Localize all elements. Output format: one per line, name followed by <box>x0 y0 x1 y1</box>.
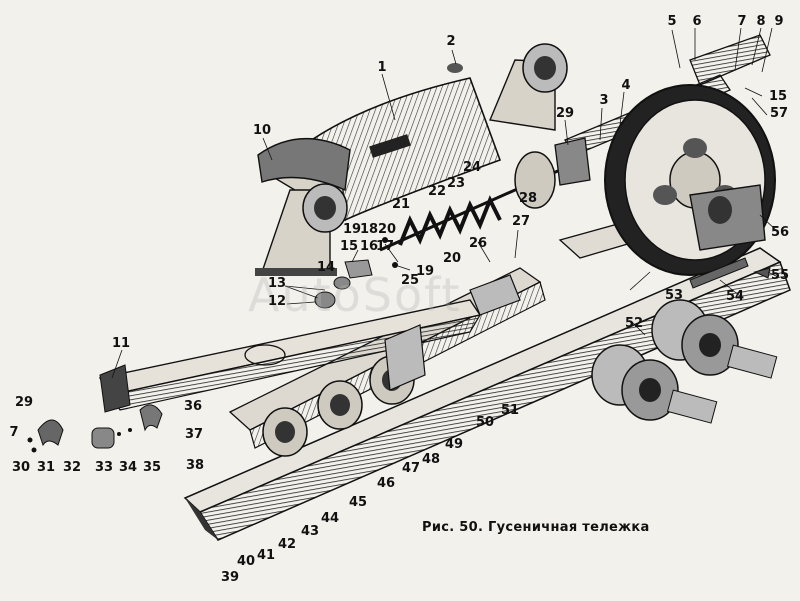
callout-54: 54 <box>725 289 745 304</box>
callout-2: 2 <box>446 34 456 49</box>
callout-29: 29 <box>555 106 575 121</box>
callout-24: 24 <box>462 160 482 175</box>
callout-48: 48 <box>421 452 441 467</box>
callout-35: 35 <box>142 460 162 475</box>
callout-7: 7 <box>737 14 747 29</box>
callout-43: 43 <box>300 524 320 539</box>
callout-50: 50 <box>475 415 495 430</box>
callout-51: 51 <box>500 403 520 418</box>
callout-22: 22 <box>427 184 447 199</box>
callout-9: 9 <box>774 14 784 29</box>
callout-16: 16 <box>359 239 379 254</box>
callout-5: 5 <box>667 14 677 29</box>
callout-28: 28 <box>518 191 538 206</box>
callout-14: 14 <box>316 260 336 275</box>
callout-19-lower: 19 <box>415 264 435 279</box>
callout-33: 33 <box>94 460 114 475</box>
callout-56: 56 <box>770 225 790 240</box>
callout-42: 42 <box>277 537 297 552</box>
idler-wheel <box>604 84 776 276</box>
callout-20: 20 <box>377 222 397 237</box>
small-bearing-parts <box>27 404 163 453</box>
spring-assembly <box>379 151 561 252</box>
callout-41: 41 <box>256 548 276 563</box>
callout-34: 34 <box>118 460 138 475</box>
callout-15: 15 <box>339 239 359 254</box>
callout-11: 11 <box>111 336 131 351</box>
bearing-stand-left <box>255 183 348 276</box>
callout-13: 13 <box>267 276 287 291</box>
callout-19: 19 <box>342 222 362 237</box>
callout-26: 26 <box>468 236 488 251</box>
callout-15-right: 15 <box>768 89 788 104</box>
callout-18: 18 <box>359 222 379 237</box>
callout-29-left: 29 <box>14 395 34 410</box>
track-rollers-loose <box>591 299 778 424</box>
callout-44: 44 <box>320 511 340 526</box>
callout-4: 4 <box>621 78 631 93</box>
callout-3: 3 <box>599 93 609 108</box>
callout-21: 21 <box>391 197 411 212</box>
callout-8: 8 <box>756 14 766 29</box>
bearing-stand-right <box>489 43 568 131</box>
callout-45: 45 <box>348 495 368 510</box>
callout-49: 49 <box>444 437 464 452</box>
figure-caption: Рис. 50. Гусеничная тележка <box>422 520 650 535</box>
callout-27: 27 <box>511 214 531 229</box>
axle-box <box>689 184 766 251</box>
callout-40: 40 <box>236 554 256 569</box>
callout-31: 31 <box>36 460 56 475</box>
callout-17: 17 <box>375 239 395 254</box>
callout-7-left: 7 <box>9 425 19 440</box>
end-cover <box>257 137 351 192</box>
callout-6: 6 <box>692 14 702 29</box>
support-rollers <box>262 274 521 457</box>
callout-38: 38 <box>185 458 205 473</box>
callout-20-lower: 20 <box>442 251 462 266</box>
callout-32: 32 <box>62 460 82 475</box>
strip-bar <box>689 257 771 289</box>
callout-46: 46 <box>376 476 396 491</box>
callout-30: 30 <box>11 460 31 475</box>
callout-37: 37 <box>184 427 204 442</box>
callout-1: 1 <box>377 60 387 75</box>
callout-36: 36 <box>183 399 203 414</box>
callout-55: 55 <box>770 268 790 283</box>
callout-39: 39 <box>220 570 240 585</box>
callout-12: 12 <box>267 294 287 309</box>
watermark-text: AutoSoft <box>248 268 462 322</box>
callout-25: 25 <box>400 273 420 288</box>
small-hardware <box>314 237 398 309</box>
leader-lines <box>111 27 779 379</box>
wheel-bracket <box>689 34 771 86</box>
callout-23: 23 <box>446 176 466 191</box>
callout-53: 53 <box>664 288 684 303</box>
callout-47: 47 <box>401 461 421 476</box>
callout-57: 57 <box>769 106 789 121</box>
callout-10: 10 <box>252 123 272 138</box>
callout-52: 52 <box>624 316 644 331</box>
